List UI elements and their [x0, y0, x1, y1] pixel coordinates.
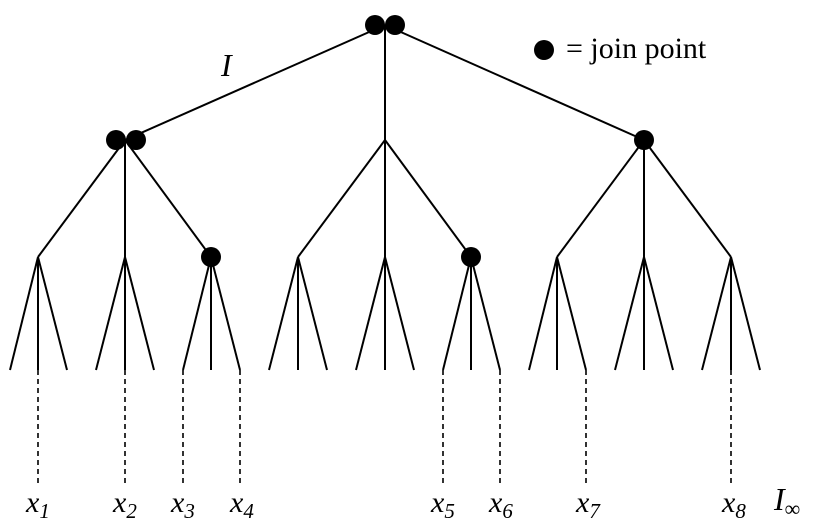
fan-3-a: [182, 256, 212, 371]
fan-2-a: [95, 256, 126, 371]
edge-m1-3: [384, 139, 472, 258]
join-points: [106, 15, 654, 267]
edge-root-right: [384, 24, 645, 141]
join-point-fan-3: [201, 247, 221, 267]
infinity-boundary-label: I∞: [773, 481, 800, 521]
join-point-left-a: [106, 130, 126, 150]
edge-l1-1: [37, 139, 126, 258]
leaf-label: x4: [229, 486, 254, 523]
leaf-label: x1: [25, 486, 50, 523]
legend-join-point-icon: [534, 40, 554, 60]
edge-root-left: [124, 24, 386, 141]
leaf-label: x8: [721, 486, 746, 523]
fan-7-a: [528, 256, 558, 371]
leaf-label: x5: [430, 486, 455, 523]
fan-2-c: [124, 256, 155, 371]
fan-9-a: [701, 256, 732, 371]
leaf-label: x7: [575, 486, 601, 523]
leaf-label: x6: [488, 486, 513, 523]
fan-4-a: [268, 256, 299, 371]
edge-l1-3: [124, 139, 212, 258]
fan-6-a: [442, 256, 472, 371]
edge-r1-3: [643, 139, 732, 258]
fan-5-a: [355, 256, 386, 371]
join-point-root-a: [365, 15, 385, 35]
fan-3-c: [210, 256, 241, 371]
legend-label: = join point: [566, 32, 707, 65]
edge-r1-1: [556, 139, 645, 258]
join-point-left-b: [126, 130, 146, 150]
fan-7-c: [556, 256, 587, 371]
edge-m1-1: [297, 139, 386, 258]
join-point-root-b: [385, 15, 405, 35]
dashed-extensions: [37, 370, 732, 485]
join-point-right: [634, 130, 654, 150]
fan-5-c: [384, 256, 415, 371]
fan-6-c: [470, 256, 501, 371]
edge-label-i: I: [220, 47, 233, 83]
fan-1-a: [9, 256, 39, 371]
fan-1-c: [37, 256, 68, 371]
tree-edges: [9, 24, 761, 371]
join-point-fan-6: [461, 247, 481, 267]
fan-9-c: [730, 256, 761, 371]
legend: = join point: [534, 32, 707, 65]
fan-4-c: [297, 256, 328, 371]
leaf-label: x3: [170, 486, 195, 523]
fan-8-c: [643, 256, 674, 371]
fan-8-a: [614, 256, 645, 371]
leaf-label: x2: [112, 486, 137, 523]
leaf-labels: x1 x2 x3 x4 x5 x6 x7 x8: [25, 486, 746, 523]
